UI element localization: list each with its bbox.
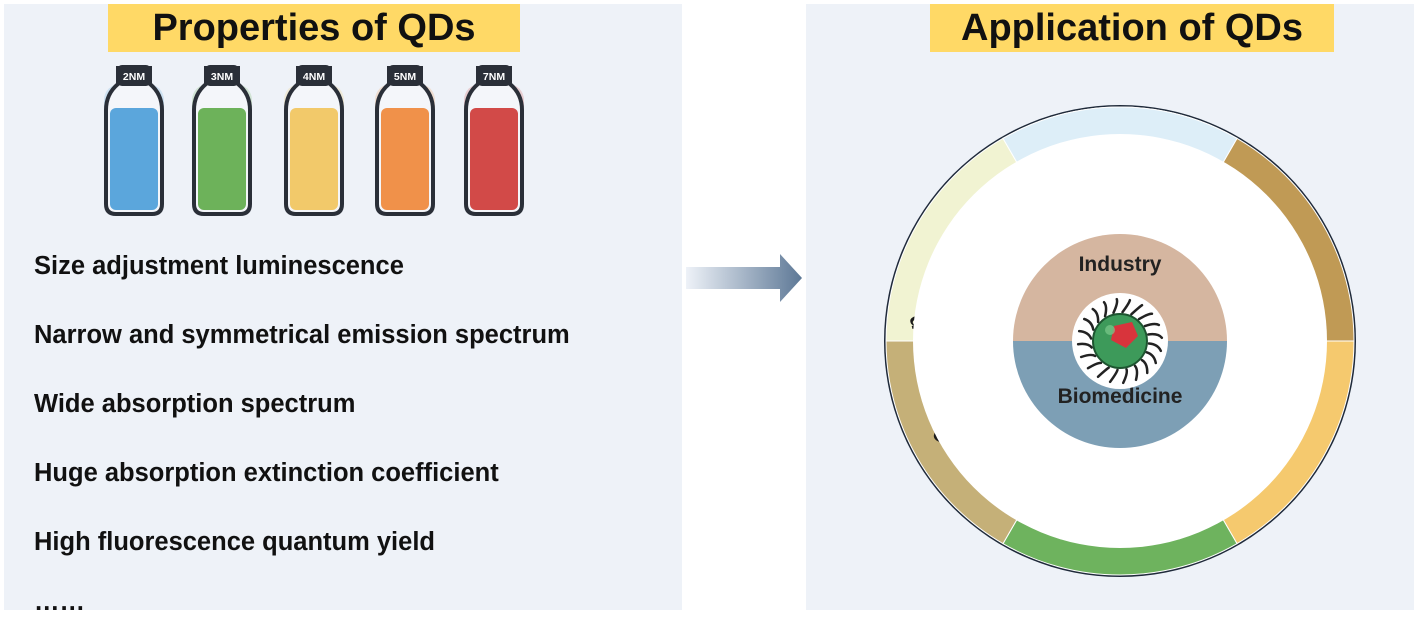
properties-title: Properties of QDs	[108, 4, 520, 52]
vial-cap	[477, 65, 511, 86]
vial: 2NM	[104, 65, 164, 216]
biomedicine-half	[1013, 341, 1227, 448]
arrow-icon	[686, 254, 802, 302]
vial-liquid	[381, 108, 429, 210]
property-item: Huge absorption extinction coefficient	[34, 459, 499, 487]
properties-list: Size adjustment luminescence Narrow and …	[34, 244, 570, 629]
vial-label: 2NM	[123, 71, 145, 83]
vial-liquid	[290, 108, 338, 210]
properties-panel: Properties of QDs 2NM 3NM 4NM 5NM 7NM Size a…	[4, 4, 682, 615]
industry-label: Industry	[1079, 253, 1162, 276]
application-wheel: Solar cellLEDImagingPDTTissueengineering…	[884, 105, 1356, 577]
industry-half	[1013, 234, 1227, 341]
property-ellipsis: ……	[34, 588, 85, 616]
vial: 5NM	[375, 65, 435, 216]
property-item: Size adjustment luminescence	[34, 252, 404, 280]
vial-liquid	[110, 108, 158, 210]
vial-label: 7NM	[483, 71, 505, 83]
property-item: Wide absorption spectrum	[34, 390, 356, 418]
vial-label: 3NM	[211, 71, 233, 83]
vial: 7NM	[464, 65, 524, 216]
vial-cap	[117, 65, 151, 86]
vial-cap	[388, 65, 422, 86]
vial-liquid	[198, 108, 246, 210]
biomedicine-label: Biomedicine	[1058, 385, 1183, 408]
vial: 4NM	[284, 65, 344, 216]
property-item: High fluorescence quantum yield	[34, 528, 435, 556]
property-item: Narrow and symmetrical emission spectrum	[34, 321, 570, 349]
vial-cap	[297, 65, 331, 86]
vial-cap	[205, 65, 239, 86]
vial: 3NM	[192, 65, 252, 216]
quantum-dot-icon	[1072, 293, 1168, 389]
vial-liquid	[470, 108, 518, 210]
applications-panel: Application of QDs Solar cellLEDImagingP…	[806, 4, 1414, 610]
applications-title: Application of QDs	[930, 4, 1334, 52]
vial-label: 4NM	[303, 71, 325, 83]
vial-label: 5NM	[394, 71, 416, 83]
vials-illustration: 2NM 3NM 4NM 5NM 7NM	[104, 65, 524, 216]
